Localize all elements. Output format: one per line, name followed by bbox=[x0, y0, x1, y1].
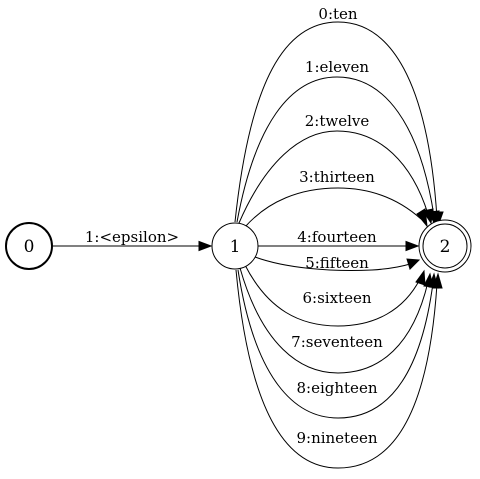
edge-label-seventeen: 7:seventeen bbox=[291, 333, 383, 351]
edge-label-eleven: 1:eleven bbox=[305, 58, 369, 76]
edge-1-2-seventeen: 7:seventeen bbox=[239, 267, 434, 374]
edge-1-2-thirteen: 3:thirteen bbox=[244, 168, 428, 228]
edge-1-2-sixteen: 6:sixteen bbox=[244, 264, 426, 327]
state-label-2: 2 bbox=[440, 237, 451, 257]
edge-label-twelve: 2:twelve bbox=[305, 112, 370, 130]
edge-1-2-twelve: 2:twelve bbox=[238, 112, 434, 225]
state-0: 0 bbox=[5, 222, 53, 270]
edge-1-2-ten: 0:ten bbox=[234, 5, 444, 228]
edge-label-thirteen: 3:thirteen bbox=[299, 168, 375, 186]
state-label-1: 1 bbox=[230, 237, 241, 257]
edge-label-fifteen: 5:fifteen bbox=[305, 254, 369, 272]
edge-1-2-eleven: 1:eleven bbox=[236, 58, 440, 227]
edge-label-eighteen: 8:eighteen bbox=[297, 379, 378, 397]
edge-label-fourteen: 4:fourteen bbox=[297, 228, 377, 246]
edge-label-0-1: 1:<epsilon> bbox=[85, 228, 179, 246]
edge-1-2-nineteen: 9:nineteen bbox=[235, 269, 443, 469]
state-1: 1 bbox=[211, 222, 259, 270]
edge-label-sixteen: 6:sixteen bbox=[303, 289, 372, 307]
edge-label-ten: 0:ten bbox=[318, 5, 358, 23]
edge-label-nineteen: 9:nineteen bbox=[296, 429, 377, 447]
state-label-0: 0 bbox=[24, 237, 35, 257]
edge-1-2-fourteen: 4:fourteen bbox=[258, 228, 420, 252]
edge-0-1: 1:<epsilon> bbox=[53, 228, 213, 252]
edge-1-2-fifteen: 5:fifteen bbox=[254, 254, 421, 272]
state-2: 2 bbox=[418, 219, 472, 273]
